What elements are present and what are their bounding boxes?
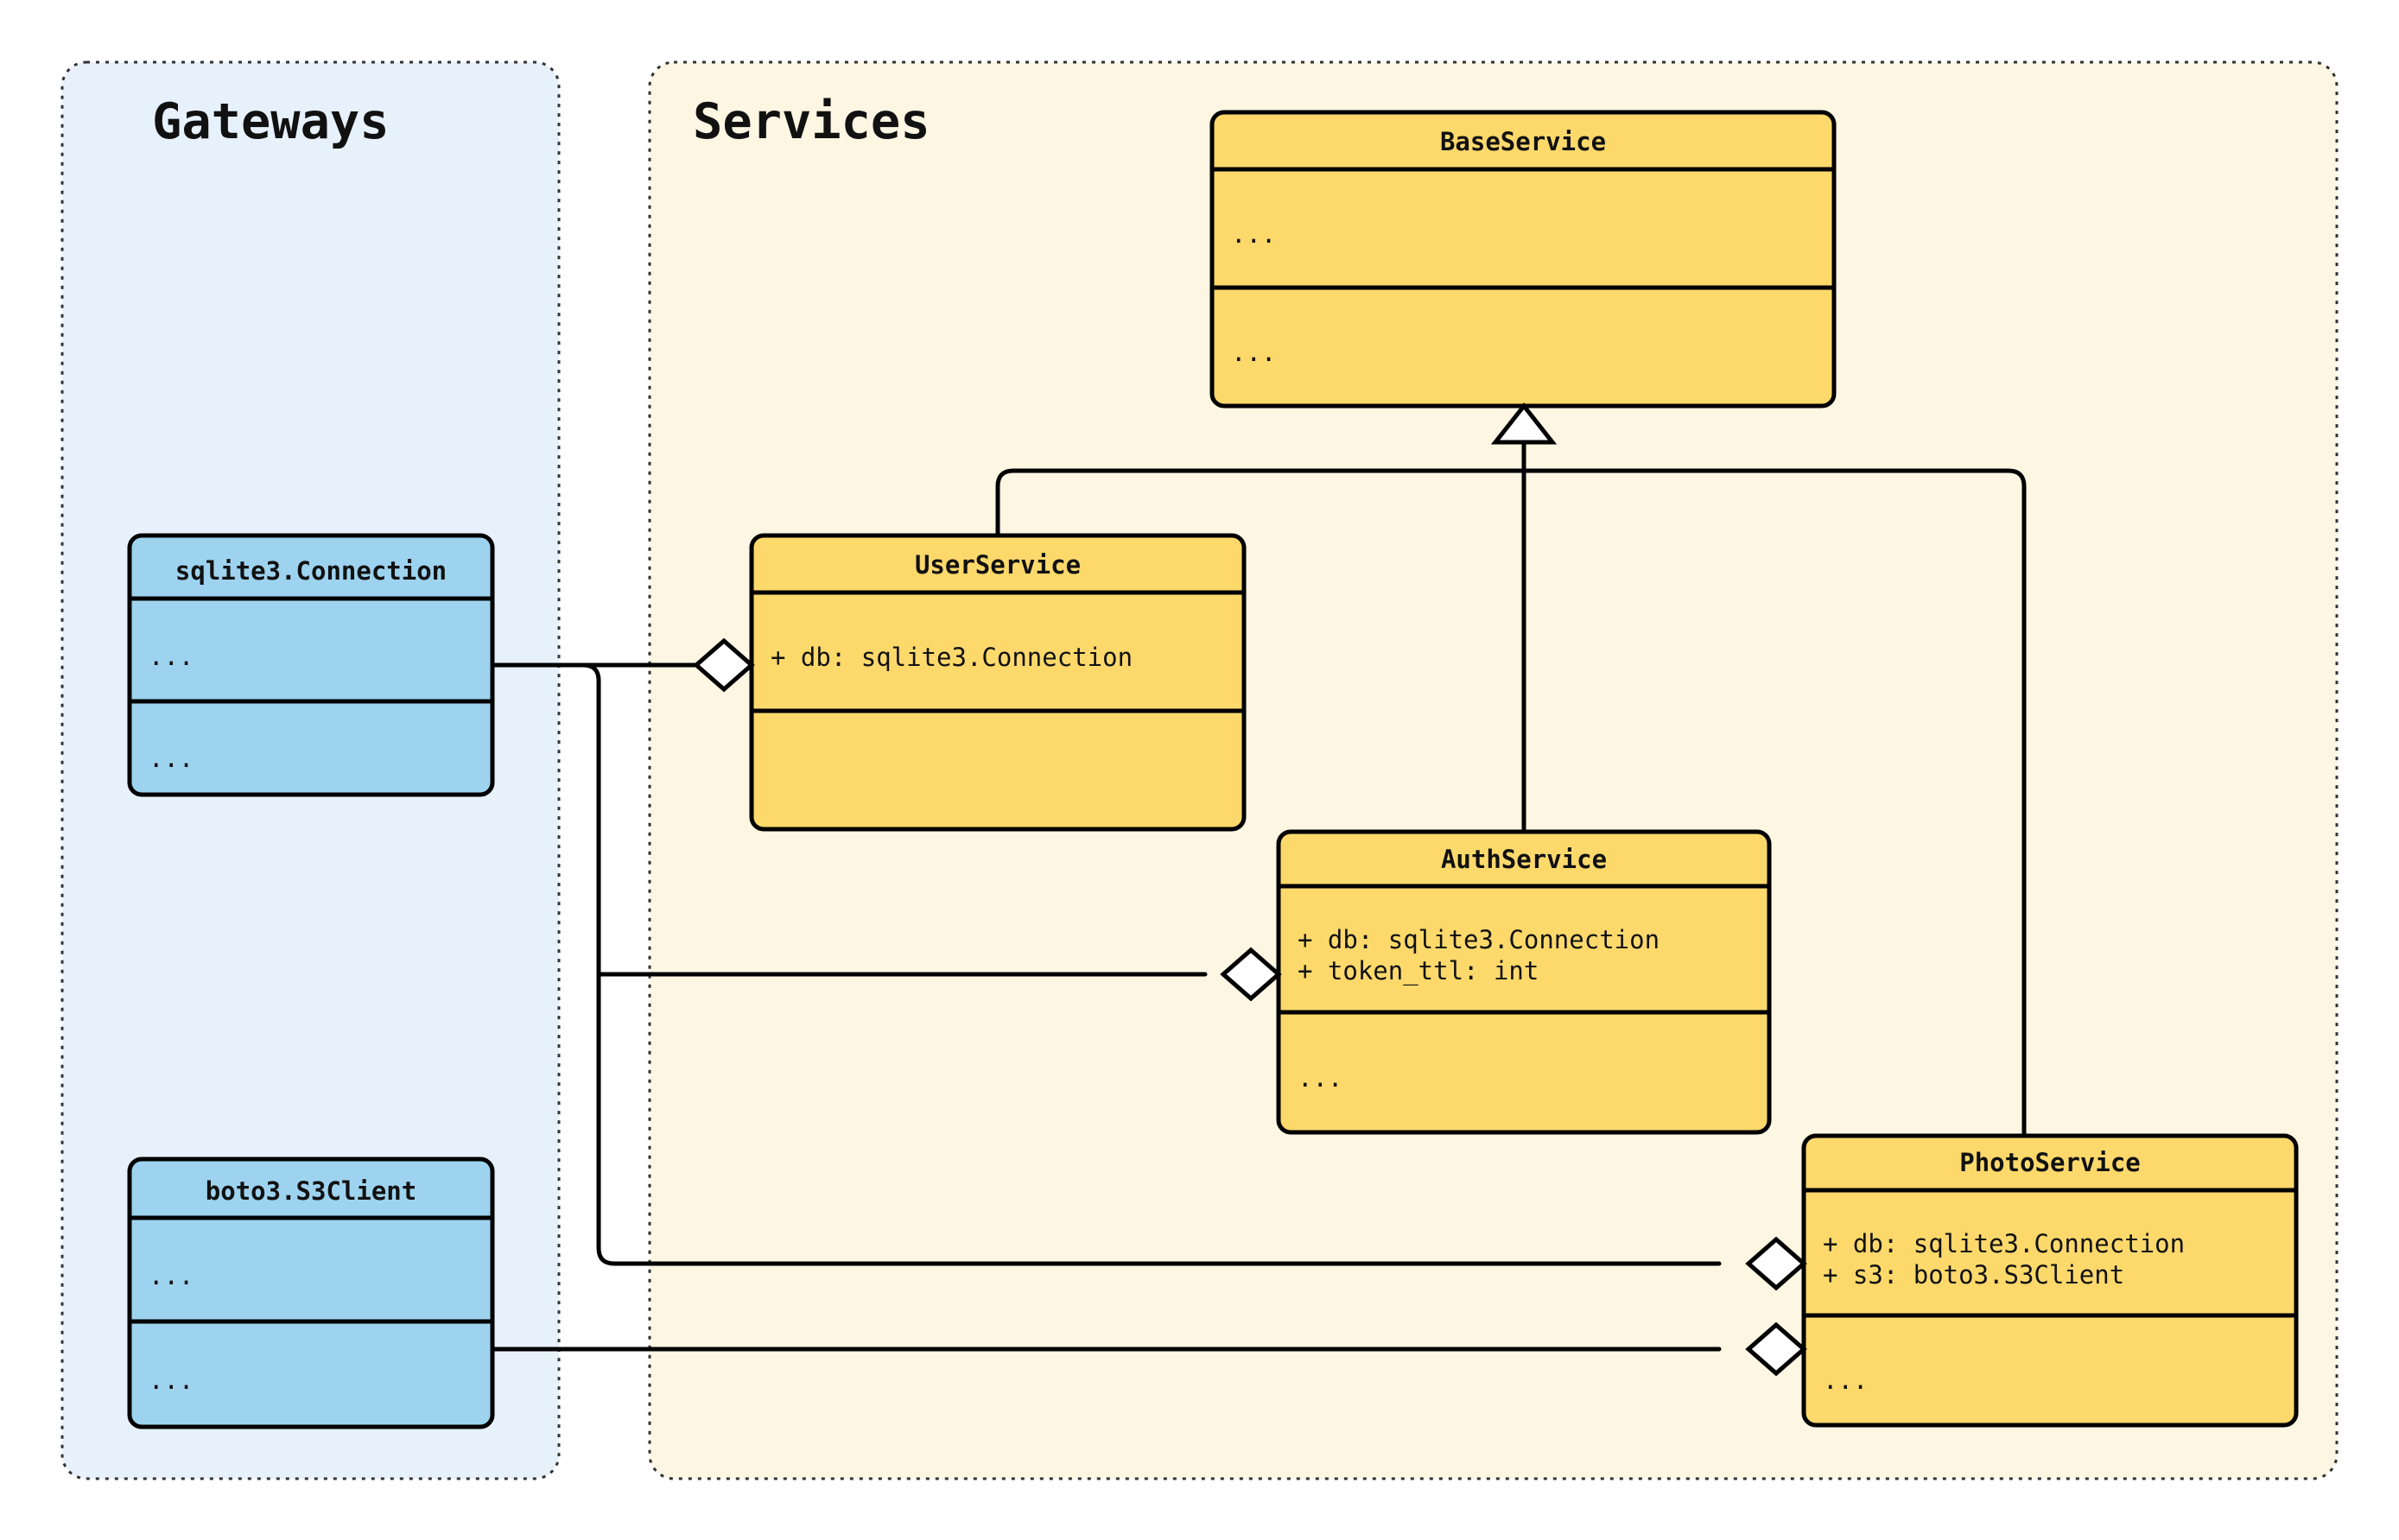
class-photo-service-attribute-db: + db: sqlite3.Connection xyxy=(1823,1229,2185,1258)
class-auth-service-method: ... xyxy=(1298,1063,1342,1093)
aggregation-diamond-icon-photo-service-db xyxy=(1745,1236,1807,1291)
edge-user-service-inherits-base-service xyxy=(995,468,1526,562)
class-user-service-attribute: + db: sqlite3.Connection xyxy=(771,643,1133,672)
class-photo-service[interactable]: PhotoService + db: sqlite3.Connection + … xyxy=(1801,1133,2299,1428)
aggregation-diamond-icon-user-service xyxy=(693,637,755,693)
class-photo-service-attribute-s3: + s3: boto3.S3Client xyxy=(1823,1260,2124,1290)
class-photo-service-method: ... xyxy=(1823,1366,1868,1395)
class-boto3-s3client-method: ... xyxy=(149,1366,194,1395)
class-auth-service-attribute-db: + db: sqlite3.Connection xyxy=(1298,925,1660,954)
edge-photo-service-inherits-base-service xyxy=(1521,468,2027,1138)
class-boto3-s3client-box xyxy=(127,1157,495,1429)
class-auth-service-name: AuthService xyxy=(1441,845,1607,874)
aggregation-diamond-icon-photo-service-s3 xyxy=(1745,1321,1807,1377)
class-sqlite3-connection[interactable]: sqlite3.Connection ... ... xyxy=(127,533,495,797)
class-sqlite3-connection-method: ... xyxy=(149,744,194,773)
class-base-service-name: BaseService xyxy=(1440,127,1606,156)
aggregation-diamond-icon-auth-service xyxy=(1220,947,1282,1002)
class-base-service[interactable]: BaseService ... ... xyxy=(1209,110,1837,409)
class-base-service-method: ... xyxy=(1231,338,1276,367)
class-auth-service[interactable]: AuthService + db: sqlite3.Connection + t… xyxy=(1276,829,1772,1135)
class-sqlite3-connection-attribute: ... xyxy=(149,642,194,671)
package-services-frame xyxy=(648,60,2339,1480)
class-auth-service-box xyxy=(1276,829,1772,1135)
class-user-service-box xyxy=(749,533,1247,832)
class-auth-service-attribute-token-ttl: + token_ttl: int xyxy=(1298,956,1539,986)
class-base-service-box xyxy=(1209,110,1837,409)
edge-sqlite3-connection-trunk xyxy=(490,662,1722,1266)
relation-marker-layer xyxy=(693,402,1807,1377)
package-gateways-title: Gateways xyxy=(152,93,390,150)
class-boto3-s3client[interactable]: boto3.S3Client ... ... xyxy=(127,1157,495,1429)
generalization-triangle-icon xyxy=(1490,402,1558,445)
class-photo-service-name: PhotoService xyxy=(1959,1148,2141,1177)
class-base-service-attribute: ... xyxy=(1231,219,1276,249)
class-user-service[interactable]: UserService + db: sqlite3.Connection xyxy=(749,533,1247,832)
class-photo-service-box xyxy=(1801,1133,2299,1428)
package-services-title: Services xyxy=(693,93,930,150)
class-boto3-s3client-attribute: ... xyxy=(149,1261,194,1290)
class-boto3-s3client-name: boto3.S3Client xyxy=(206,1176,416,1206)
class-user-service-name: UserService xyxy=(915,550,1081,580)
relation-layer xyxy=(490,440,2027,1352)
class-sqlite3-connection-name: sqlite3.Connection xyxy=(175,556,447,586)
package-services[interactable]: Services xyxy=(648,60,2339,1480)
